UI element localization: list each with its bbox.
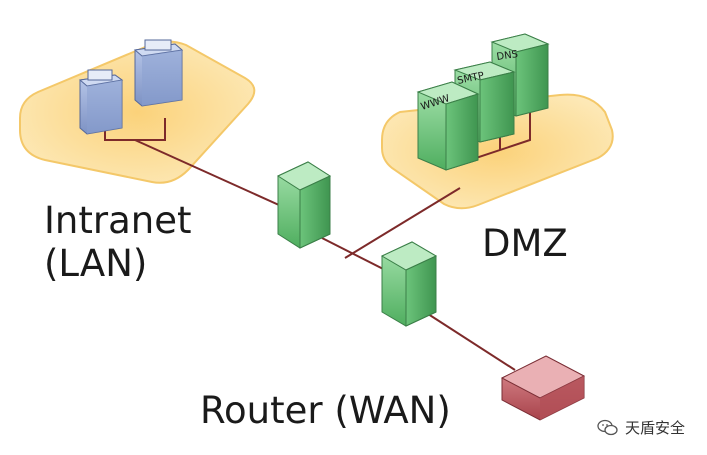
www-server: WWW [416,81,480,171]
router-icon [500,355,586,421]
router-label: Router (WAN) [200,389,451,432]
intranet-zone [19,40,256,184]
watermark-text: 天盾安全 [624,419,685,437]
server-icon [78,69,124,135]
dmz-label: DMZ [482,222,568,265]
smtp-server: SMTP [453,61,516,143]
lan-to-firewall-link [134,139,291,211]
dns-server-label: DNS [496,49,519,63]
intranet-label: Intranet (LAN) [44,199,192,285]
watermark: 天盾安全 [597,417,685,438]
firewall-icon [380,241,438,327]
wechat-icon [597,419,618,435]
firewall-to-dmz-link [344,187,461,259]
firewall-icon [276,161,332,249]
firewall-to-router-link [424,311,516,371]
server-icon [133,39,184,107]
